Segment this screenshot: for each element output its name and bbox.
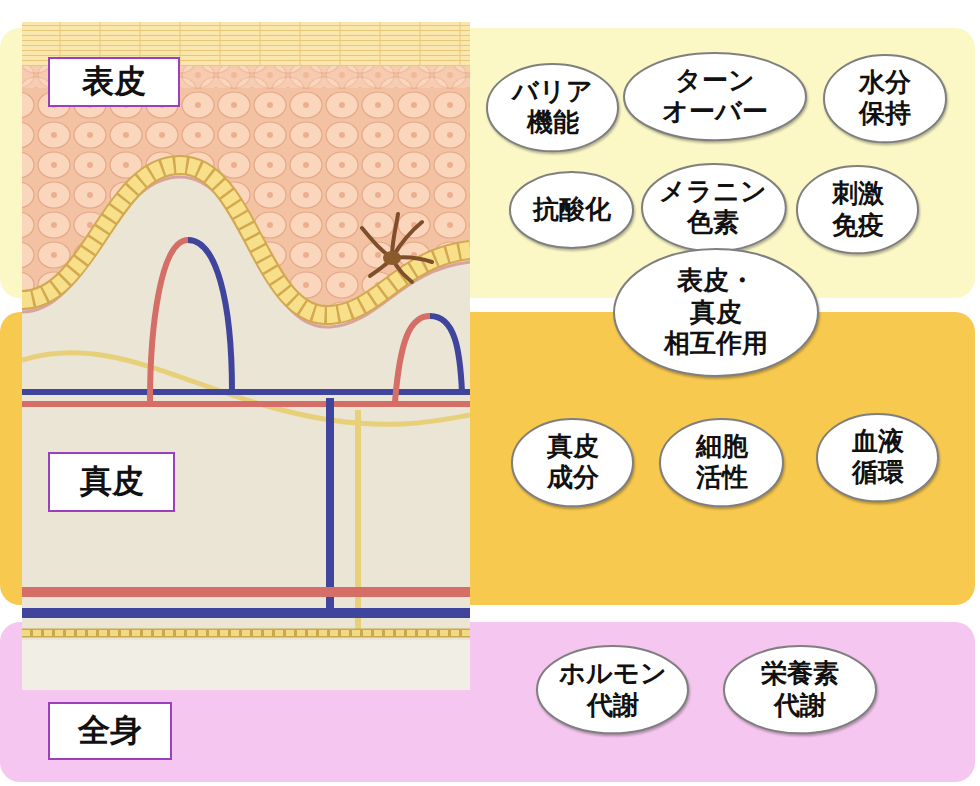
function-ellipse: ホルモン 代謝 [535, 644, 690, 735]
basal-cells [22, 165, 470, 315]
region-band: バリア 機能 ターン オーバー 水分 保持抗酸化 メラニン 色素 刺激 免疫 表皮 [0, 28, 975, 298]
ellipse-content: ホルモン 代謝 [535, 644, 690, 735]
vein [22, 389, 470, 395]
region-label: 全身 [78, 709, 142, 753]
ellipse-shape [624, 53, 806, 140]
region-band: ホルモン 代謝 栄養素 代謝全身 [0, 622, 975, 782]
artery [22, 587, 470, 597]
function-label: メラニン 色素 [659, 176, 767, 239]
capillary-loop [188, 240, 232, 392]
function-ellipse: 表皮・真皮 相互作用 [612, 247, 820, 378]
ellipse-shape [817, 414, 938, 501]
function-ellipse: 抗酸化 [508, 170, 635, 250]
melanocyte [362, 214, 432, 282]
nerve [22, 629, 470, 638]
region-label-box: 真皮 [48, 452, 175, 512]
ellipse-shape [614, 249, 818, 376]
melanocyte-body [383, 251, 401, 265]
subcutis [22, 640, 470, 690]
ellipse-content: バリア 機能 [485, 62, 620, 153]
region-label-box: 全身 [48, 702, 172, 760]
nerve [22, 353, 470, 425]
region-label: 表皮 [82, 60, 146, 104]
artery [22, 401, 470, 407]
vein [326, 398, 334, 610]
ellipse-shape [724, 646, 876, 733]
ellipse-content: 刺激 免疫 [795, 164, 920, 255]
ellipse-shape [512, 419, 633, 506]
ellipse-shape [824, 55, 946, 142]
function-ellipse: バリア 機能 [485, 62, 620, 153]
function-label: ホルモン 代謝 [559, 658, 667, 721]
function-label: 刺激 免疫 [832, 178, 884, 241]
ellipse-shape [642, 164, 786, 251]
ellipse-shape [510, 172, 633, 248]
ellipse-content: 栄養素 代謝 [722, 644, 878, 735]
ellipse-content: ターン オーバー [622, 51, 808, 142]
basal-layer [22, 165, 470, 315]
vein [22, 608, 470, 618]
function-ellipse: 細胞 活性 [658, 417, 785, 508]
ellipse-shape [797, 166, 918, 253]
region-label-box: 表皮 [48, 57, 180, 107]
function-ellipse: 真皮 成分 [510, 417, 635, 508]
ellipse-content: 細胞 活性 [658, 417, 785, 508]
ellipse-content: メラニン 色素 [640, 162, 788, 253]
ellipse-shape [537, 646, 688, 733]
ellipse-content: 水分 保持 [822, 53, 948, 144]
ellipse-content: 表皮・真皮 相互作用 [612, 247, 820, 378]
dermis-tissue [22, 22, 470, 690]
function-ellipse: メラニン 色素 [640, 162, 788, 253]
function-label: 抗酸化 [533, 194, 611, 226]
function-label: ターン オーバー [662, 65, 768, 128]
skin-section [22, 22, 470, 690]
capillary-loop [430, 316, 462, 392]
ellipse-shape [660, 419, 783, 506]
whole-body-band-ground [0, 622, 975, 782]
capillary-loop [395, 316, 430, 402]
ellipse-content: 血液 循環 [815, 412, 940, 503]
function-label: 真皮 成分 [547, 431, 599, 494]
function-label: 細胞 活性 [696, 431, 748, 494]
region-label: 真皮 [80, 460, 144, 504]
function-label: バリア 機能 [512, 76, 593, 139]
ellipse-content: 真皮 成分 [510, 417, 635, 508]
function-ellipse: 血液 循環 [815, 412, 940, 503]
function-label: 血液 循環 [852, 426, 904, 489]
function-ellipse: 水分 保持 [822, 53, 948, 144]
ellipse-shape [487, 64, 618, 151]
function-label: 表皮・真皮 相互作用 [664, 265, 768, 360]
ellipse-content: 抗酸化 [508, 170, 635, 250]
region-band: 真皮 成分 細胞 活性 血液 循環真皮 [0, 312, 975, 605]
epidermis-cells [22, 22, 470, 315]
function-label: 水分 保持 [859, 67, 911, 130]
nerve [22, 630, 470, 636]
capillary-loop [150, 240, 188, 402]
nerve [355, 410, 361, 632]
function-label: 栄養素 代謝 [761, 658, 839, 721]
function-ellipse: ターン オーバー [622, 51, 808, 142]
function-ellipse: 栄養素 代謝 [722, 644, 878, 735]
function-ellipse: 刺激 免疫 [795, 164, 920, 255]
